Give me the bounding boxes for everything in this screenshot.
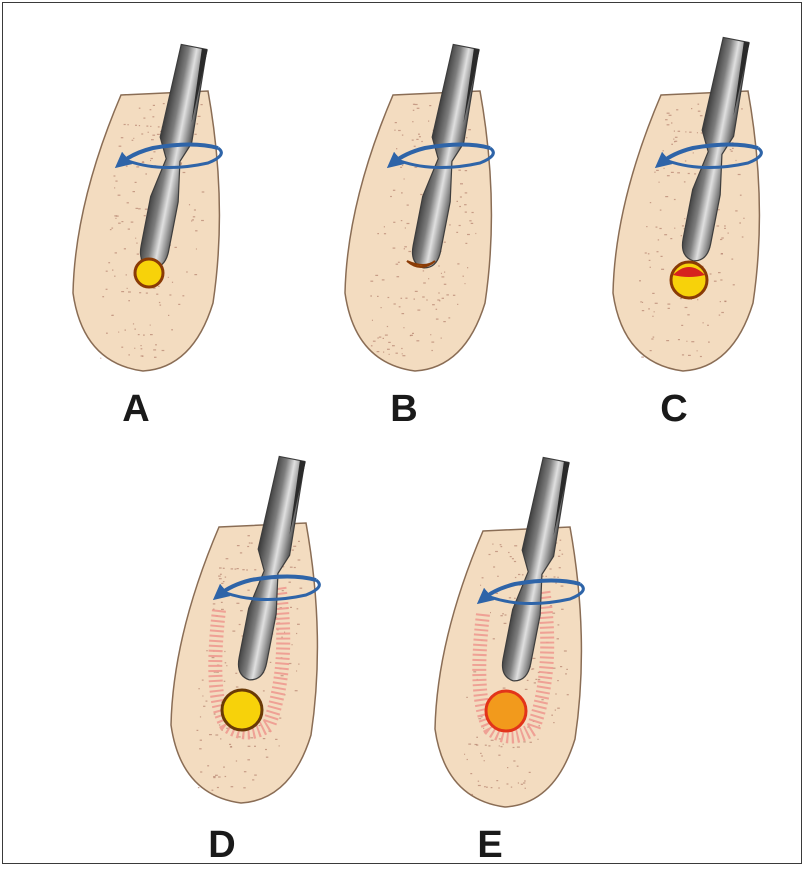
panel-label: A bbox=[122, 388, 149, 430]
panel-label: C bbox=[660, 388, 687, 430]
panel-c: C bbox=[613, 37, 761, 430]
panel-d: D bbox=[171, 456, 319, 866]
panel-b: B bbox=[345, 44, 493, 430]
panel-a: A bbox=[73, 44, 221, 430]
panel-label: E bbox=[477, 824, 502, 866]
debris-particle bbox=[671, 262, 707, 298]
debris-particle bbox=[486, 691, 526, 731]
debris-particle bbox=[135, 259, 163, 287]
panel-e: E bbox=[435, 457, 583, 866]
drill-diagram: A B bbox=[3, 3, 806, 869]
panel-label: B bbox=[390, 388, 417, 430]
debris-particle bbox=[222, 690, 262, 730]
panel-label: D bbox=[208, 824, 235, 866]
